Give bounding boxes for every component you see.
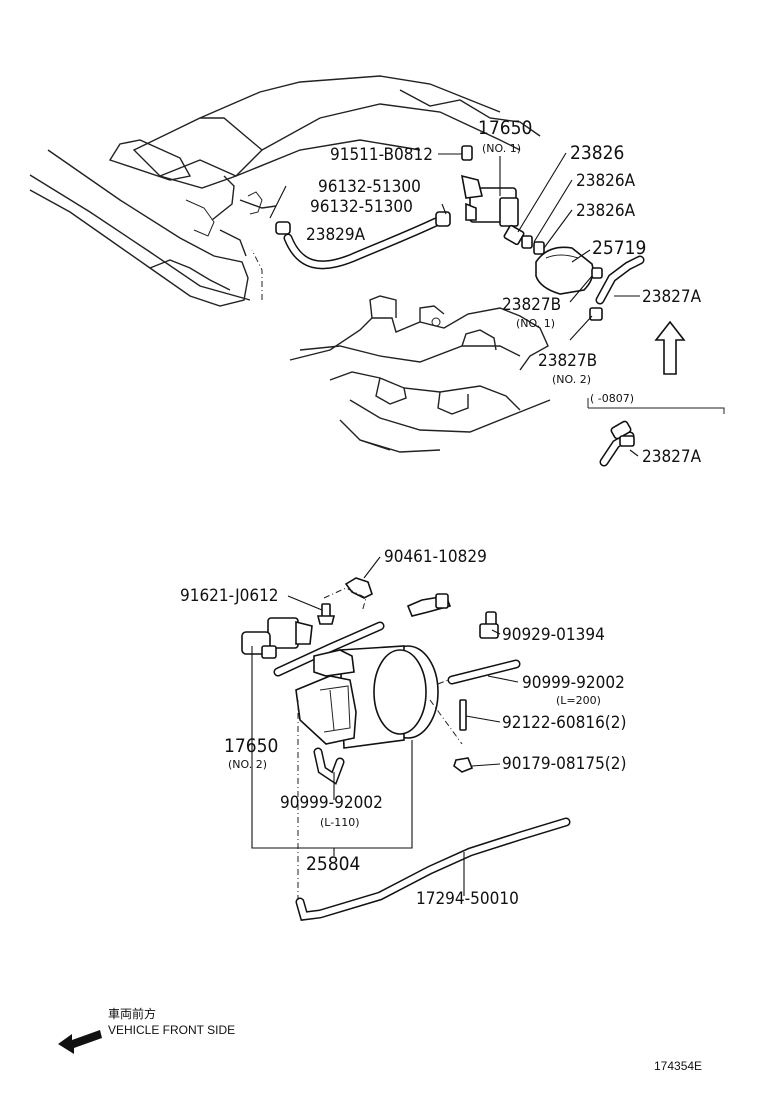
direction-jp: 車両前方	[108, 1006, 156, 1021]
illustration-id: 174354E	[654, 1059, 702, 1073]
label-92122-60816: 92122-60816(2)	[502, 713, 626, 733]
canister-filter-25719	[535, 246, 594, 295]
label-17650-no1: 17650	[478, 117, 532, 139]
labels-bottom: 90461-10829 91621-J0612 90929-01394 9099…	[180, 547, 626, 909]
label-23827b-no2-sub: (NO. 2)	[552, 373, 591, 386]
label-90999-92002-l110-sub: (L-110)	[320, 816, 359, 829]
label-23826a-2: 23826A	[576, 201, 636, 221]
pipe-17294	[295, 817, 571, 921]
label-23827b-no1-sub: (NO. 1)	[516, 317, 555, 330]
vsv-no1-top	[460, 145, 519, 227]
nut-90179	[453, 757, 474, 773]
label-23829a: 23829A	[306, 225, 366, 245]
label-23827b-no1: 23827B	[502, 295, 561, 315]
direction-arrow-top	[654, 320, 686, 375]
label-91511-b0812: 91511-B0812	[330, 145, 433, 165]
canister-25804	[295, 645, 439, 749]
clamps-23826a	[503, 224, 545, 255]
label-91621-j0612: 91621-J0612	[180, 586, 279, 606]
center-lines	[297, 679, 463, 900]
vsv-tube	[273, 621, 385, 677]
hose-23829a	[275, 211, 451, 270]
range-bracket	[587, 398, 725, 414]
direction-en: VEHICLE FRONT SIDE	[108, 1023, 235, 1037]
label-90179-08175: 90179-08175(2)	[502, 754, 626, 774]
label-90999-92002-l200-sub: (L=200)	[556, 694, 601, 707]
label-23827a-1: 23827A	[642, 287, 702, 307]
label-90929-01394: 90929-01394	[502, 625, 605, 645]
label-range-note: ( -0807)	[590, 392, 634, 405]
labels-top: 91511-B0812 17650 (NO. 1) 23826 23826A 2…	[306, 117, 702, 467]
stud-92122	[459, 699, 467, 731]
label-17650-no2-sub: (NO. 2)	[228, 758, 267, 771]
label-23827a-2: 23827A	[642, 447, 702, 467]
label-23827b-no2: 23827B	[538, 351, 597, 371]
label-17294-50010: 17294-50010	[416, 889, 519, 909]
arrow-left-icon	[58, 1030, 102, 1054]
label-90461-10829: 90461-10829	[384, 547, 487, 567]
label-23826a-1: 23826A	[576, 171, 636, 191]
hose-90999-l200	[447, 659, 521, 685]
vsv-no2-bottom	[241, 617, 313, 659]
hose-23827a	[589, 255, 645, 321]
label-90999-92002-l200: 90999-92002	[522, 673, 625, 693]
label-96132-51300-1: 96132-51300	[318, 177, 421, 197]
label-25719: 25719	[592, 237, 646, 259]
leader-lines-top	[269, 152, 640, 457]
label-90999-92002-l110: 90999-92002	[280, 793, 383, 813]
label-23826: 23826	[570, 142, 624, 164]
hose-23827a-alt	[599, 420, 635, 467]
label-17650-no2: 17650	[224, 735, 278, 757]
front-direction-indicator: 車両前方 VEHICLE FRONT SIDE	[58, 1006, 235, 1054]
connector-plug	[406, 593, 452, 617]
bolt-91621	[316, 603, 336, 625]
label-96132-51300-2: 96132-51300	[310, 197, 413, 217]
leader-lines-bottom	[251, 556, 519, 896]
drain-hose	[313, 747, 345, 785]
engine-outline	[29, 75, 551, 453]
valve-90929	[479, 611, 499, 639]
label-17650-no1-sub: (NO. 1)	[482, 142, 521, 155]
bracket-90461	[323, 577, 373, 613]
label-25804: 25804	[306, 853, 360, 875]
